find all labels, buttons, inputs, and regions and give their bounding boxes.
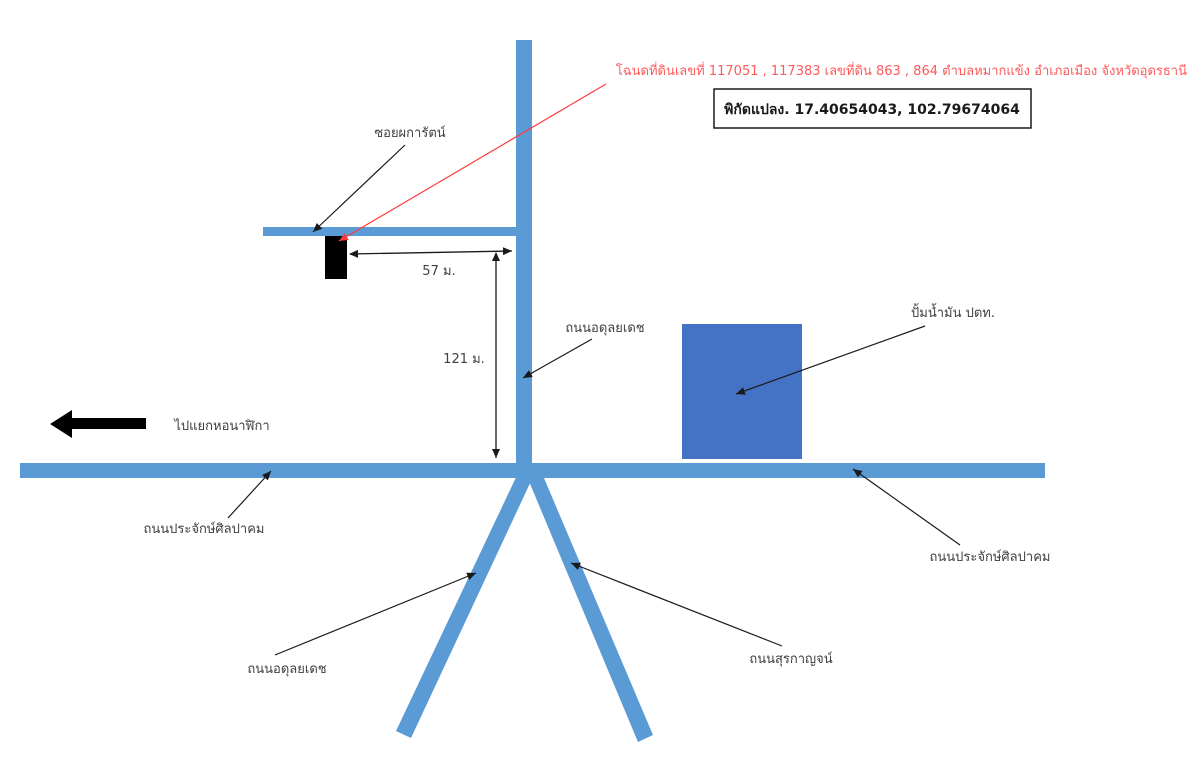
soi-pointer (312, 144, 406, 233)
road-southeast-pointer (570, 562, 783, 647)
gas-station-pointer (735, 325, 926, 395)
distance-57m-arrow (349, 247, 513, 258)
coordinates-box: พิกัดแปลง. 17.40654043, 102.79674064 (713, 88, 1032, 129)
road-main-east-pointer (852, 468, 961, 546)
distance-121m-label: 121 ม. (443, 352, 485, 367)
road-southeast-label: ถนนสุรกาญจน์ (749, 651, 832, 667)
road-southwest-pointer (274, 572, 477, 656)
road-main-west-pointer (227, 470, 272, 519)
deed-pointer (338, 83, 607, 242)
road-north-pointer (522, 338, 593, 379)
road-prachak-main (20, 463, 1045, 478)
road-surakan-southeast (528, 471, 653, 742)
gas-station-label: ปั้มน้ำมัน ปตท. (911, 303, 995, 321)
road-adunyadet-north (516, 40, 532, 472)
roads (20, 40, 1045, 742)
coordinates-text: พิกัดแปลง. 17.40654043, 102.79674064 (724, 102, 1020, 118)
road-main-west-label: ถนนประจักษ์ศิลปาคม (144, 521, 265, 537)
deed-note: โฉนดที่ดินเลขที่ 117051 , 117383 เลขที่ด… (616, 62, 1187, 79)
road-southwest-label: ถนนอดุลยเดช (247, 662, 326, 677)
road-main-east-label: ถนนประจักษ์ศิลปาคม (930, 549, 1051, 565)
road-soi-phakarat (263, 227, 520, 236)
land-plot-marker (325, 236, 347, 279)
coordinates-frame (713, 88, 1032, 129)
distance-57m-label: 57 ม. (422, 264, 455, 279)
left-arrow-icon (50, 410, 146, 438)
soi-label: ซอยผการัตน์ (374, 125, 445, 141)
direction-label: ไปแยกหอนาฬิกา (173, 418, 269, 434)
road-adunyadet-southwest (396, 471, 532, 738)
road-north-label: ถนนอดุลยเดช (565, 321, 644, 336)
